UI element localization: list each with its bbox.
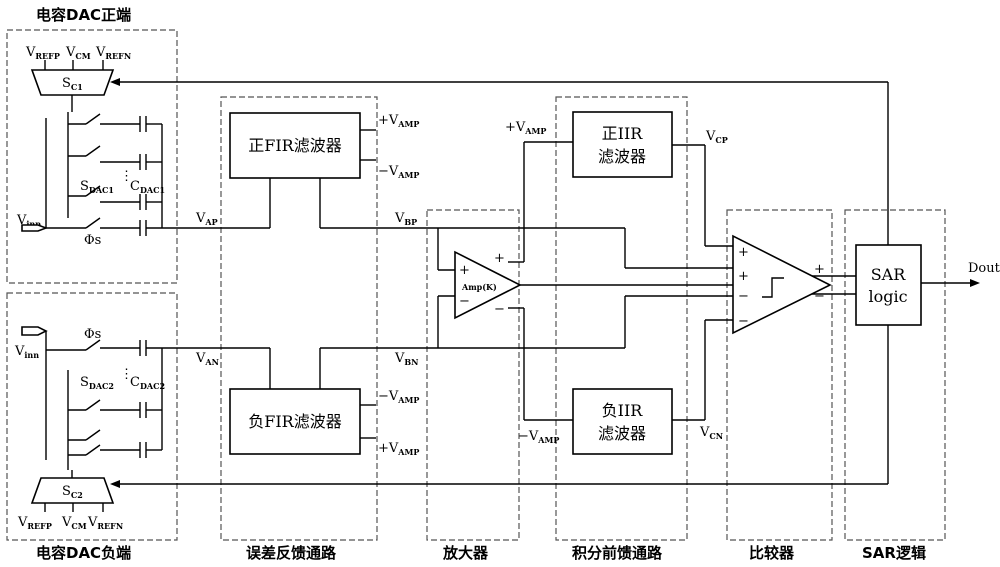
vcn-label: VCN	[699, 425, 723, 441]
vbn-label: VBN	[394, 351, 418, 367]
iir-pos-label-1: 正IIR	[602, 124, 644, 143]
error-feedback-section	[220, 96, 378, 541]
dac-neg-section	[6, 292, 178, 541]
cmp-in-plus-2: +	[738, 269, 749, 284]
sdac1-label: SDAC1	[80, 179, 114, 195]
amplifier-title: 放大器	[442, 544, 489, 562]
dots-2: ⋮	[120, 367, 133, 382]
van-label: VAN	[195, 351, 219, 367]
fir-neg-label: 负FIR滤波器	[248, 412, 341, 431]
comparator-triangle	[732, 234, 832, 335]
dac-pos-section	[6, 29, 178, 284]
vinn-port	[21, 326, 48, 336]
amp-minus-out: −	[494, 302, 505, 317]
sar-title: SAR逻辑	[862, 544, 926, 562]
fir-neg-vamp-minus: −VAMP	[378, 389, 419, 405]
iir-pos-block	[572, 111, 673, 178]
sar-label-1: SAR	[871, 265, 907, 284]
hysteresis-icon	[762, 277, 784, 298]
integral-ff-section	[555, 96, 688, 541]
sar-section	[844, 209, 946, 541]
cdac1-label: CDAC1	[130, 179, 165, 195]
fir-pos-vamp-minus: −VAMP	[378, 164, 419, 180]
iir-neg-block	[572, 388, 673, 455]
dac-pos-title: 电容DAC正端	[36, 6, 131, 24]
integral-ff-title: 积分前馈通路	[572, 544, 663, 562]
sar-label-2: logic	[868, 287, 907, 306]
iir-neg-vamp-minus: −VAMP	[518, 429, 559, 445]
vbp-label: VBP	[394, 211, 417, 227]
fir-neg-vamp-plus: +VAMP	[378, 441, 419, 457]
fir-pos-vamp-plus: +VAMP	[378, 113, 419, 129]
vrefp-label-top: VREFP	[25, 45, 60, 61]
amp-plus-in: +	[459, 263, 470, 278]
vcm-label-bottom: VCM	[61, 515, 87, 531]
sc1-label: SC1	[62, 76, 83, 92]
amp-plus-out: +	[494, 251, 505, 266]
fir-pos-block	[229, 112, 361, 179]
dac-neg: Vinn Φs SDAC2 CDAC2 ⋮ SC2	[14, 326, 228, 531]
feedback-arrow-top-icon	[110, 78, 120, 86]
iir-neg-label-1: 负IIR	[602, 401, 644, 420]
mux-sc2	[30, 477, 115, 504]
iir-pos-vamp-plus: +VAMP	[505, 120, 546, 136]
sar-logic-block	[855, 244, 922, 326]
cmp-in-minus-2: −	[738, 314, 749, 329]
vcm-label-top: VCM	[65, 45, 91, 61]
vrefn-label-top: VREFN	[95, 45, 131, 61]
cdac2-label: CDAC2	[130, 375, 165, 391]
dac-neg-title: 电容DAC负端	[36, 544, 131, 562]
dout-arrow-icon	[970, 279, 980, 287]
sdac2-label: SDAC2	[80, 375, 114, 391]
cmp-in-plus-1: +	[738, 245, 749, 260]
amp-minus-in: −	[459, 294, 470, 309]
amplifier-triangle	[454, 250, 522, 320]
amp-label: Amp(K)	[461, 282, 497, 292]
fir-pos-label: 正FIR滤波器	[248, 136, 341, 155]
vcp-label: VCP	[705, 129, 728, 145]
cmp-out-plus: +	[814, 262, 825, 277]
vrefn-label-bottom: VREFN	[87, 515, 123, 531]
comparator-section	[726, 209, 833, 541]
fir-neg-block	[229, 388, 361, 455]
mux-sc1	[30, 69, 115, 96]
vap-label: VAP	[195, 211, 218, 227]
cmp-out-minus: −	[814, 289, 825, 304]
cmp-in-minus-1: −	[738, 289, 749, 304]
comparator-title: 比较器	[749, 544, 795, 562]
iir-pos-label-2: 滤波器	[598, 147, 646, 166]
iir-neg-label-2: 滤波器	[598, 424, 646, 443]
dac-pos: VREFP VCM VREFN SC1	[16, 45, 228, 248]
feedback-arrow-bottom-icon	[110, 480, 120, 488]
error-feedback-title: 误差反馈通路	[246, 544, 337, 562]
dout-label: Dout	[968, 261, 1000, 276]
vinp-port	[21, 224, 49, 232]
sc2-label: SC2	[62, 484, 83, 500]
vinp-label: Vinp	[16, 213, 41, 229]
dots-1: ⋮	[120, 169, 133, 184]
phi-s-label-bottom: Φs	[84, 327, 101, 342]
vrefp-label-bottom: VREFP	[17, 515, 52, 531]
vinn-label: Vinn	[14, 344, 39, 360]
phi-s-label-top: Φs	[84, 233, 101, 248]
amplifier-section	[426, 209, 520, 541]
